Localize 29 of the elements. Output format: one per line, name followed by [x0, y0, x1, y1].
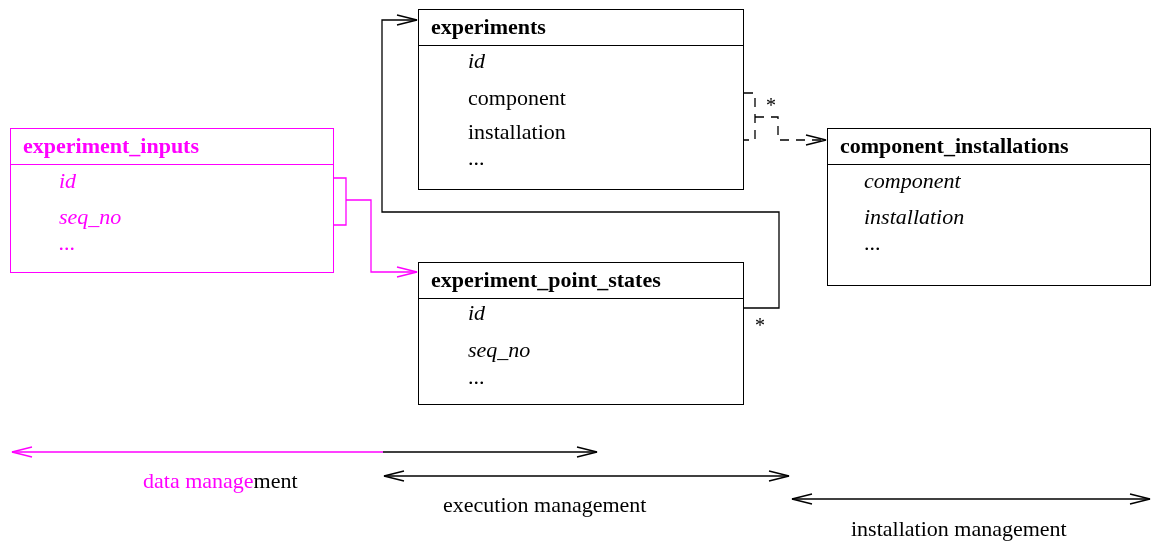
table-box [827, 128, 1151, 286]
connector-arrow [333, 177, 418, 278]
field-name: ... [468, 364, 485, 390]
table-box [418, 9, 744, 190]
table-name: experiment_inputs [23, 133, 199, 159]
field-name: component [468, 85, 566, 111]
field-name: installation [864, 204, 965, 230]
field-name: component [864, 168, 961, 194]
table-box [10, 128, 334, 273]
field-name: seq_no [468, 337, 531, 363]
table-box [418, 262, 744, 405]
connector-arrow [743, 92, 827, 146]
field-name: seq_no [59, 204, 122, 230]
table-name: component_installations [840, 133, 1069, 159]
range-label: execution management [443, 492, 647, 518]
field-name: installation [468, 119, 566, 145]
field-name: ... [864, 230, 881, 256]
field-name: id [468, 300, 486, 326]
field-name: id [468, 48, 486, 74]
field-name: ... [468, 145, 485, 171]
table-name: experiments [431, 14, 546, 40]
multiplicity-label: * [755, 313, 765, 338]
connector-arrow [381, 14, 780, 309]
table-name: experiment_point_states [431, 267, 661, 293]
field-name: id [59, 168, 77, 194]
multiplicity-label: * [766, 93, 776, 118]
field-name: ... [59, 230, 76, 256]
range-label: data management [143, 468, 298, 494]
range-label: installation management [851, 516, 1067, 542]
